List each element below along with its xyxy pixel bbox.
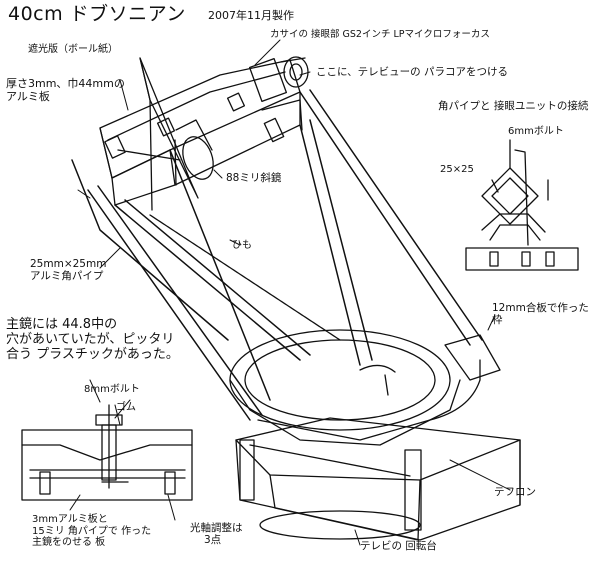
label-collimation-line-1: 光軸調整は <box>190 522 243 534</box>
label-collimation: 光軸調整は 3点 <box>190 522 243 546</box>
label-plywood-frame-line-2: 枠 <box>492 314 503 327</box>
label-shade-board: 遮光版（ボール紙） <box>28 44 118 55</box>
turntable <box>259 510 421 540</box>
leader-lines <box>69 39 511 546</box>
label-size-25: 25×25 <box>440 164 474 175</box>
label-bolt-8mm: 8mmボルト <box>84 384 140 395</box>
light-shade-board <box>139 57 199 211</box>
inset-pipe-connection <box>465 139 579 271</box>
sketch-title: 40cm ドブソニアン <box>8 3 186 25</box>
focuser-unit <box>248 56 309 143</box>
mirror-box <box>229 329 501 446</box>
label-plywood-frame-line-1: 12mm合板で作った <box>492 302 589 314</box>
label-paracorr: ここに、テレビューの パラコアをつける <box>316 66 509 78</box>
label-aluminum-pipe-line-1: 25mm×25mm <box>30 258 107 270</box>
label-string: ひも <box>232 240 252 251</box>
label-collimation-line-2: 3点 <box>204 534 222 547</box>
label-mirror-cell-board: 3mmアルミ板と 15ミリ 角パイプで 作った 主鏡をのせる 板 <box>32 514 151 549</box>
secondary-mirror-holder <box>174 119 214 186</box>
label-mirror-cell-line-1: 3mmアルミ板と <box>32 514 108 525</box>
label-aluminum-plate-line-2: アルミ板 <box>6 89 50 103</box>
label-mirror-cell-line-3: 主鏡をのせる 板 <box>32 537 106 548</box>
label-mirror-note-line-1: 主鏡には 44.8中の <box>6 317 118 332</box>
truss-poles <box>71 89 483 421</box>
label-aluminum-plate-line-1: 厚さ3mm、巾44mmの <box>6 77 125 90</box>
label-pipe-connection: 角パイプと 接眼ユニットの接続 <box>438 100 589 112</box>
label-aluminum-pipe-line-2: アルミ角パイプ <box>30 270 104 283</box>
inset-mirror-cell <box>21 404 193 501</box>
label-aluminum-pipe: 25mm×25mm アルミ角パイプ <box>30 258 106 282</box>
string-line <box>149 214 341 341</box>
rocker-box <box>235 417 521 541</box>
label-focuser: カサイの 接眼部 GS2インチ LPマイクロフォーカス <box>270 29 490 40</box>
label-aluminum-plate: 厚さ3mm、巾44mmの アルミ板 <box>6 77 125 103</box>
label-mirror-note: 主鏡には 44.8中の 穴があいていたが、ピッタリ 合う プラスチックがあった。 <box>6 317 179 363</box>
label-teflon: テフロン <box>494 486 536 498</box>
label-bolt-6mm: 6mmボルト <box>508 126 564 137</box>
label-turntable: テレビの 回転台 <box>360 540 437 552</box>
label-rubber: ゴム <box>116 402 136 413</box>
sketch-date: 2007年11月製作 <box>208 9 294 22</box>
label-mirror-note-line-3: 合う プラスチックがあった。 <box>6 346 179 362</box>
label-plywood-frame: 12mm合板で作った 枠 <box>492 302 589 326</box>
label-mirror-note-line-2: 穴があいていたが、ピッタリ <box>6 331 175 347</box>
label-mirror-cell-line-2: 15ミリ 角パイプで 作った <box>32 525 152 537</box>
label-secondary-mirror: 88ミリ斜鏡 <box>226 172 282 184</box>
